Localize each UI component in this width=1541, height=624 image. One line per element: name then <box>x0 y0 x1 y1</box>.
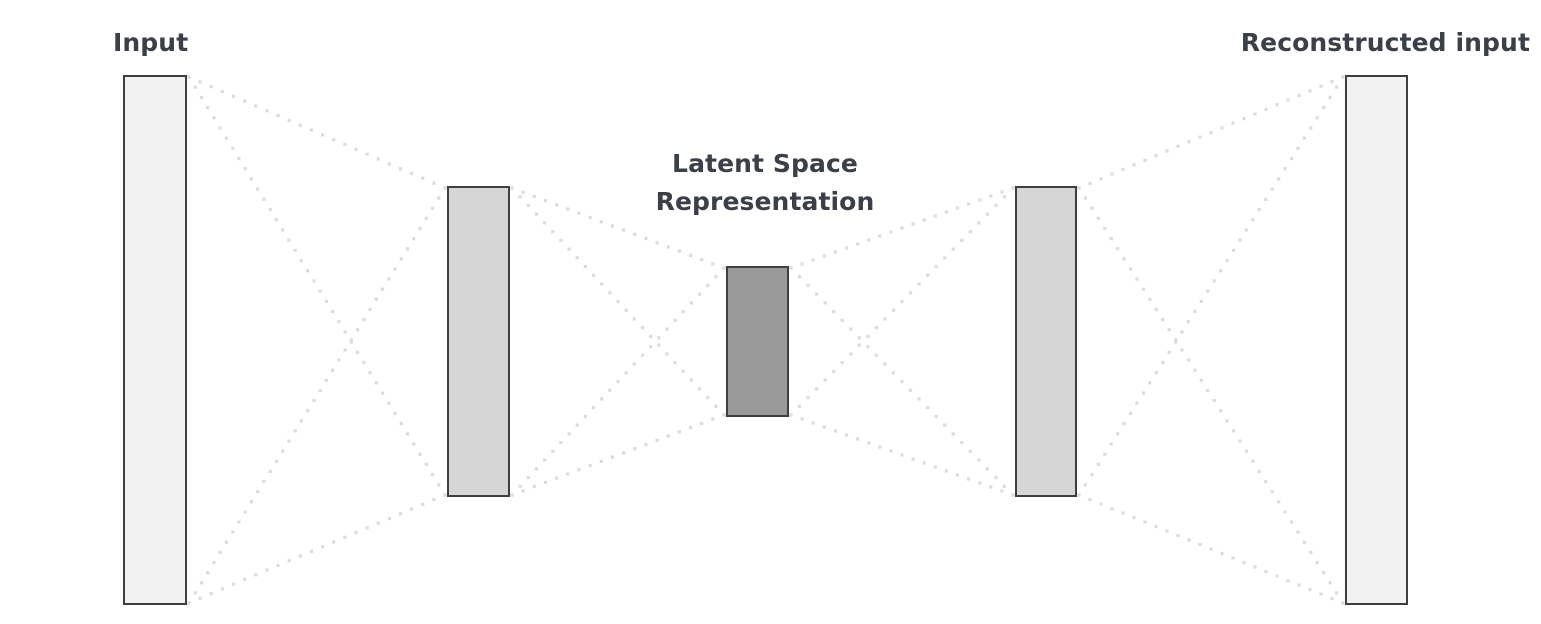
connection-group-decoder-hidden-layer-to-output-layer <box>1077 75 1345 605</box>
latent-space-label-line2: Representation <box>655 187 875 216</box>
input-layer-block <box>123 75 187 605</box>
reconstructed-input-label: Reconstructed input <box>1240 28 1530 57</box>
connection-group-latent-layer-to-decoder-hidden-layer <box>789 186 1015 497</box>
input-label: Input <box>113 28 189 57</box>
latent-layer-block <box>726 266 789 417</box>
connection-group-encoder-hidden-layer-to-latent-layer <box>510 186 726 497</box>
decoder-hidden-layer-block <box>1015 186 1077 497</box>
output-layer-block <box>1345 75 1408 605</box>
connection-group-input-layer-to-encoder-hidden-layer <box>187 75 447 605</box>
encoder-hidden-layer-block <box>447 186 510 497</box>
latent-space-label-line1: Latent Space <box>672 149 858 178</box>
